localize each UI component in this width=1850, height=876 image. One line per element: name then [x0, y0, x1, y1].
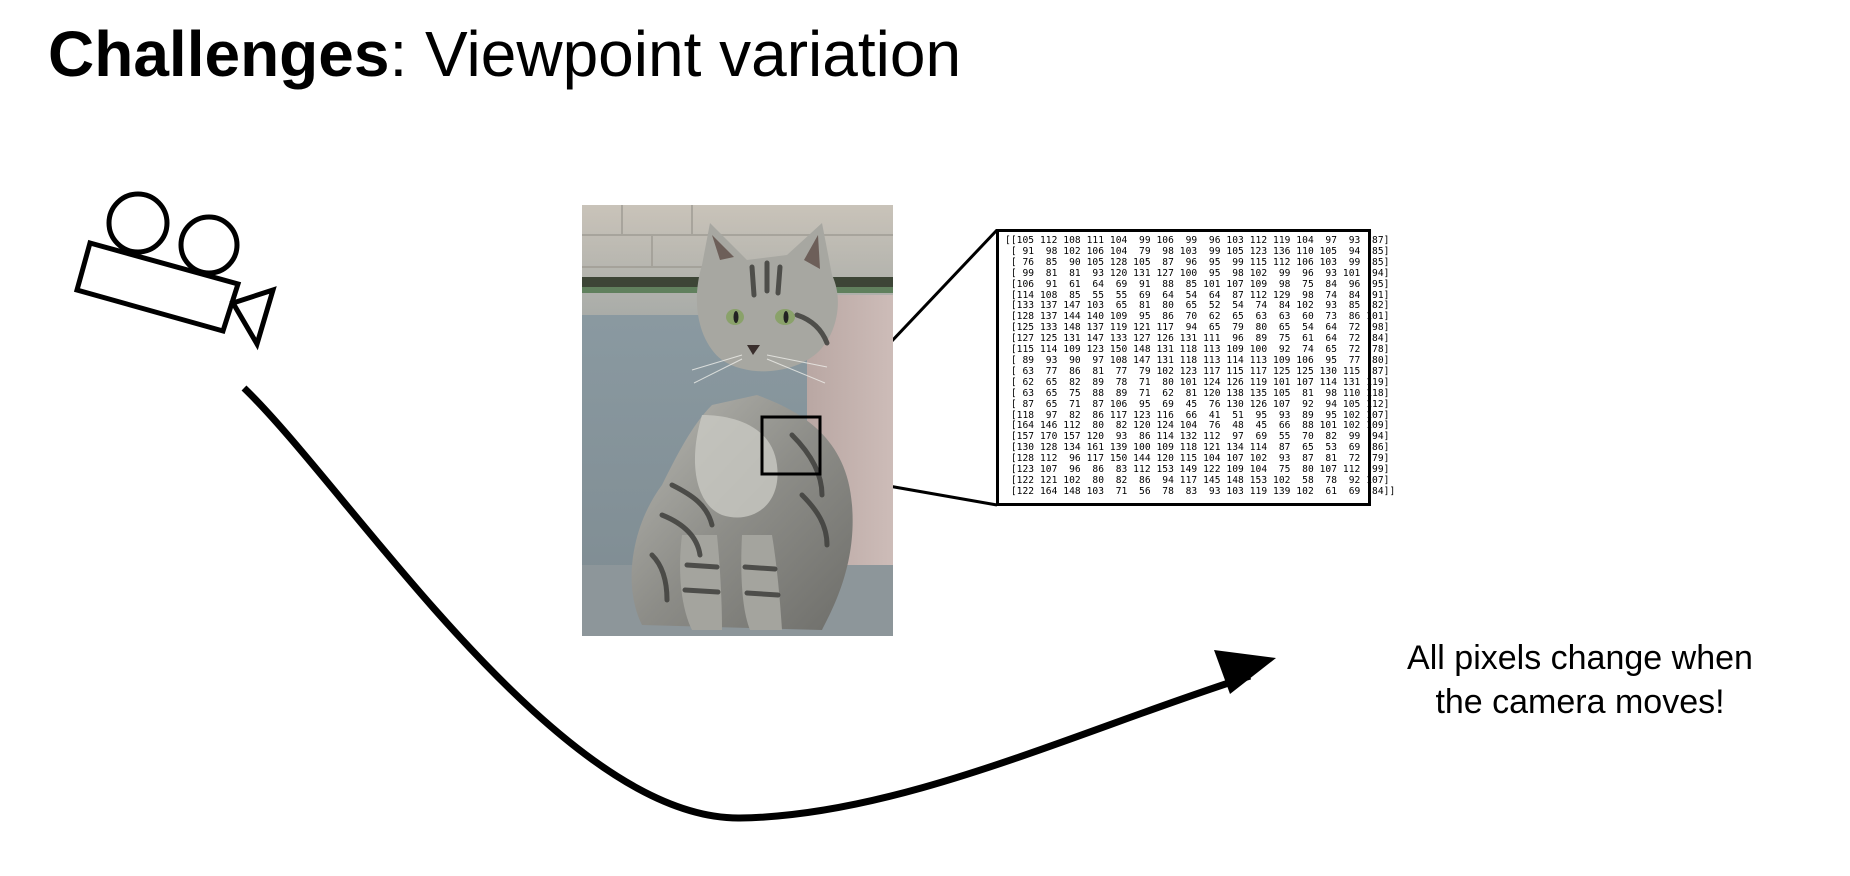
matrix-row: [125 133 148 137 119 121 117 94 65 79 80…: [1005, 322, 1390, 334]
matrix-row: [115 114 109 123 150 148 131 118 113 109…: [1005, 344, 1390, 356]
matrix-row: [123 107 96 86 83 112 153 149 122 109 10…: [1005, 464, 1390, 476]
matrix-row: [133 137 147 103 65 81 80 65 52 54 74 84…: [1005, 300, 1390, 312]
matrix-row: [157 170 157 120 93 86 114 132 112 97 69…: [1005, 431, 1390, 443]
curved-arrow-icon: [241, 385, 1276, 822]
matrix-row: [ 76 85 90 105 128 105 87 96 95 99 115 1…: [1005, 256, 1390, 268]
matrix-row: [130 128 134 161 139 100 109 118 121 134…: [1005, 442, 1390, 454]
page-title: Challenges: Viewpoint variation: [48, 16, 961, 93]
matrix-row: [106 91 61 64 69 91 88 85 101 107 109 98…: [1005, 278, 1390, 290]
title-rest: : Viewpoint variation: [389, 18, 962, 90]
matrix-row: [164 146 112 80 82 120 124 104 76 48 45 …: [1005, 420, 1390, 432]
matrix-row: [ 99 81 81 93 120 131 127 100 95 98 102 …: [1005, 267, 1390, 279]
matrix-row: [128 137 144 140 109 95 86 70 62 65 63 6…: [1005, 311, 1390, 323]
matrix-row: [122 164 148 103 71 56 78 83 93 103 119 …: [1005, 485, 1396, 497]
pixel-matrix: [[105 112 108 111 104 99 106 99 96 103 1…: [996, 229, 1396, 506]
matrix-row: [[105 112 108 111 104 99 106 99 96 103 1…: [1005, 235, 1390, 246]
matrix-row: [122 121 102 80 82 86 94 117 145 148 153…: [1005, 474, 1390, 486]
matrix-row: [ 89 93 90 97 108 147 131 118 113 114 11…: [1005, 354, 1390, 366]
matrix-row: [118 97 82 86 117 123 116 66 41 51 95 93…: [1005, 409, 1390, 421]
matrix-row: [ 87 65 71 87 106 95 69 45 76 130 126 10…: [1005, 398, 1390, 410]
caption: All pixels change when the camera moves!: [1360, 636, 1800, 724]
caption-line-1: All pixels change when: [1407, 639, 1753, 677]
matrix-row: [ 63 77 86 81 77 79 102 123 117 115 117 …: [1005, 365, 1390, 377]
cat-photo: [582, 205, 893, 636]
matrix-row: [114 108 85 55 55 69 64 54 64 87 112 129…: [1005, 289, 1390, 301]
cat-image-icon: [582, 205, 893, 636]
matrix-row: [128 112 96 117 150 144 120 115 104 107 …: [1005, 453, 1390, 465]
matrix-row: [ 63 65 75 88 89 71 62 81 120 138 135 10…: [1005, 387, 1390, 399]
video-camera-icon: [73, 191, 277, 351]
matrix-row: [ 62 65 82 89 78 71 80 101 124 126 119 1…: [1005, 376, 1390, 388]
title-bold: Challenges: [48, 18, 390, 90]
caption-line-2: the camera moves!: [1435, 683, 1725, 721]
matrix-row: [127 125 131 147 133 127 126 131 111 96 …: [1005, 333, 1390, 345]
matrix-row: [ 91 98 102 106 104 79 98 103 99 105 123…: [1005, 245, 1390, 257]
